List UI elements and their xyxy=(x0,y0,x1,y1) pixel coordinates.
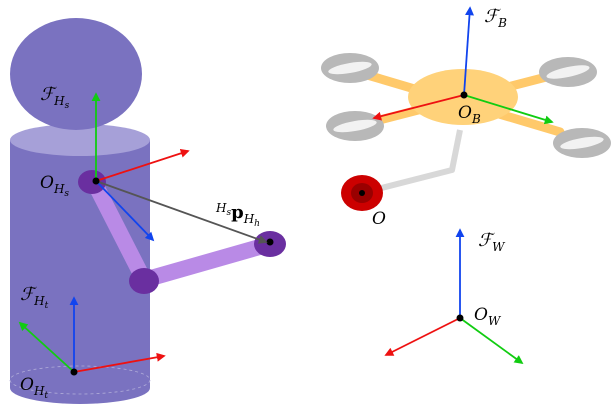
hs-y-axis xyxy=(95,180,155,242)
origin-b-point xyxy=(460,91,468,99)
label-position-vector: HspHh xyxy=(215,201,260,229)
shoulder-joint xyxy=(78,170,106,194)
label-origin-hs: OHs xyxy=(40,173,69,199)
origin-ht-point xyxy=(70,368,78,376)
b-z-axis xyxy=(463,6,474,96)
label-anchor-o: O xyxy=(372,209,386,229)
torso-bottom-dashed xyxy=(9,365,151,395)
elbow-joint xyxy=(129,268,159,294)
b-x-axis xyxy=(372,94,465,121)
ht-x-axis xyxy=(73,352,166,373)
torso-top xyxy=(10,124,150,156)
label-origin-w: OW xyxy=(474,305,502,328)
label-frame-w: ℱW xyxy=(478,230,506,254)
rotor-back-right xyxy=(539,57,597,87)
position-vector xyxy=(95,180,268,244)
w-y-axis xyxy=(459,317,524,365)
origin-w-point xyxy=(456,314,464,322)
rotor-back-left xyxy=(321,53,379,83)
label-frame-ht: ℱHt xyxy=(20,284,49,311)
hand-point xyxy=(266,238,274,246)
label-frame-hs: ℱHs xyxy=(40,84,70,111)
rotor-front-left xyxy=(326,111,384,141)
world-frame xyxy=(384,228,524,365)
b-y-axis xyxy=(463,94,554,125)
hs-x-axis xyxy=(95,148,190,182)
human-figure xyxy=(9,18,286,404)
label-origin-ht: OHt xyxy=(20,375,48,401)
label-frame-b: ℱB xyxy=(484,6,507,30)
tether xyxy=(361,129,463,196)
anchor-point xyxy=(359,190,365,196)
w-x-axis xyxy=(384,317,461,356)
origin-hs-point xyxy=(92,177,100,185)
drone xyxy=(321,6,611,211)
head xyxy=(10,18,142,130)
ht-y-axis xyxy=(18,321,75,373)
rotor-front-right xyxy=(553,128,611,158)
label-origin-b: OB xyxy=(458,103,481,126)
